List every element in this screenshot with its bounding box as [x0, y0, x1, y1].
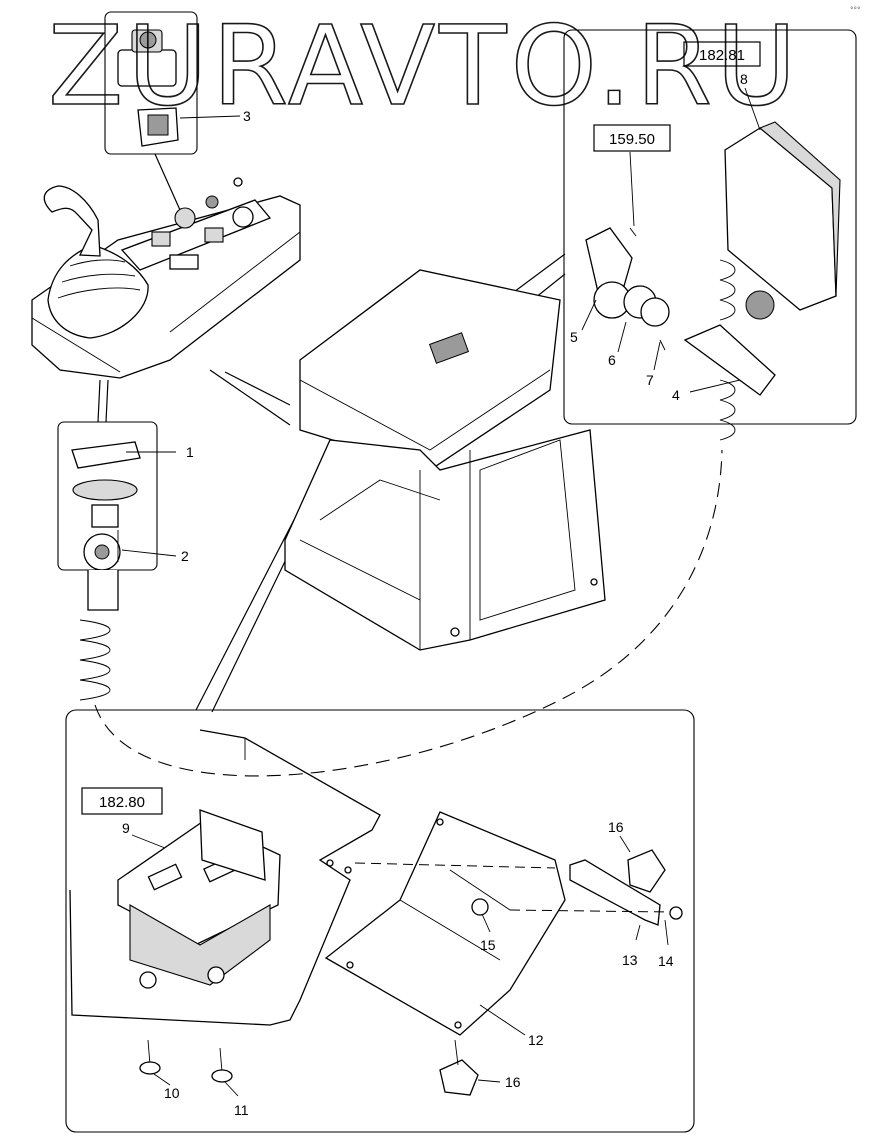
cab-frame	[284, 269, 606, 651]
callout-6: 6	[608, 352, 616, 368]
joystick-console	[31, 177, 301, 379]
callout-16-bottom: 16	[505, 1074, 521, 1090]
callout-leaders	[121, 87, 761, 1097]
reference-box-182-81: 182.81	[683, 41, 761, 67]
callout-13: 13	[622, 952, 638, 968]
leader-console-cab-2	[224, 371, 291, 406]
callout-15: 15	[480, 937, 496, 953]
callout-5: 5	[570, 329, 578, 345]
watermark: ZURAVTO.RU	[48, 2, 801, 130]
reference-box-182-80: 182.80	[81, 787, 163, 815]
fastener-path-14	[509, 909, 671, 913]
callout-10: 10	[164, 1085, 180, 1101]
console-base-detail	[71, 441, 141, 701]
callout-4: 4	[672, 387, 680, 403]
harness-route	[94, 449, 723, 777]
callout-11: 11	[234, 1102, 249, 1118]
switch-assembly	[117, 29, 179, 147]
detail-frame-monitor	[563, 29, 857, 425]
reference-box-159-50: 159.50	[593, 124, 671, 152]
monitor-assembly	[585, 121, 841, 441]
callout-16-top: 16	[608, 819, 624, 835]
corner-mark: °°°	[850, 6, 861, 14]
callout-3: 3	[243, 108, 251, 124]
callout-12: 12	[528, 1032, 544, 1048]
svg-text:182.80: 182.80	[99, 794, 145, 811]
callout-9: 9	[122, 820, 130, 836]
callout-7: 7	[646, 372, 654, 388]
bracket-assembly	[69, 729, 683, 1096]
leader-base	[97, 379, 109, 423]
leader-switch	[154, 153, 181, 211]
detail-frame-switch	[104, 11, 198, 155]
svg-text:159.50: 159.50	[609, 131, 655, 148]
svg-text:182.81: 182.81	[699, 47, 745, 64]
leader-console-cab	[209, 369, 291, 426]
callout-8: 8	[740, 71, 748, 87]
callout-1: 1	[186, 444, 194, 460]
callout-2: 2	[181, 548, 189, 564]
detail-frame-bracket	[65, 709, 695, 1133]
callout-14: 14	[658, 953, 674, 969]
fastener-path-16	[354, 862, 556, 869]
